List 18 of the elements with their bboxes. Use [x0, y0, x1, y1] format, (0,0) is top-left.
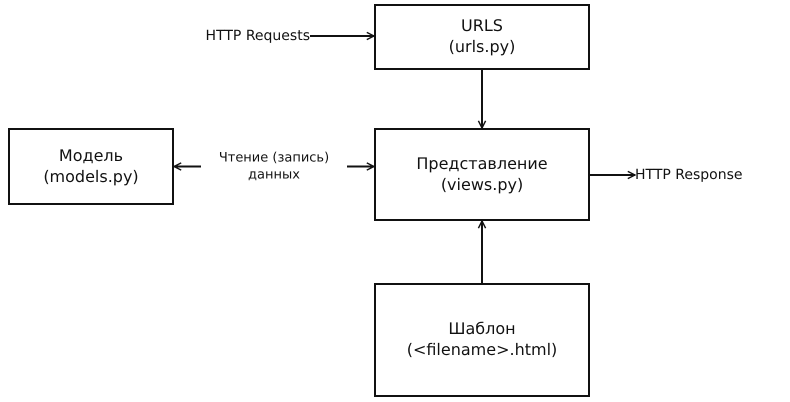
box-title: Шаблон	[448, 319, 516, 340]
arrow	[478, 70, 486, 129]
process-box	[374, 4, 590, 70]
file-name: (models.py)	[43, 166, 139, 188]
process-box	[374, 128, 590, 221]
arrow	[590, 170, 636, 180]
process-box	[8, 128, 174, 205]
file-name: (<filename>.html)	[406, 340, 558, 361]
file-name: (views.py)	[440, 174, 524, 196]
file-name: (urls.py)	[448, 37, 516, 58]
node-label: HTTP Requests	[155, 24, 310, 48]
arrow	[310, 32, 375, 40]
box-title: URLS	[461, 16, 503, 37]
process-box	[374, 283, 590, 397]
box-title: Представление	[416, 154, 548, 174]
node-label: HTTP Response	[635, 163, 790, 187]
arrow	[478, 220, 486, 283]
box-title: Модель	[58, 146, 124, 166]
